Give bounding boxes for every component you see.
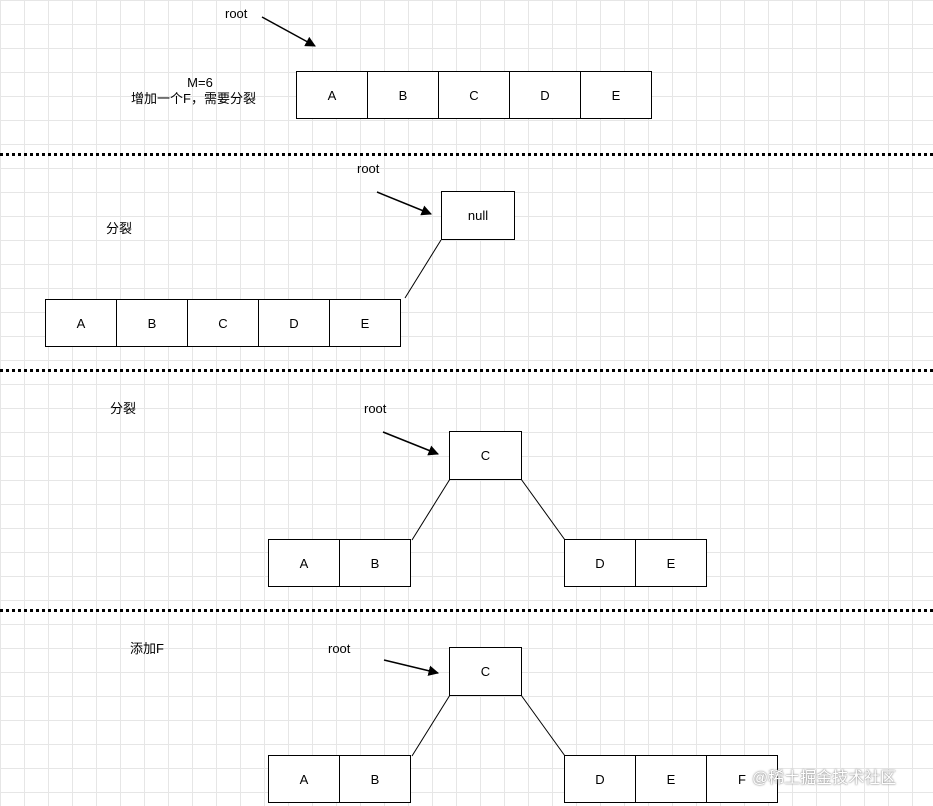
note-split-1: 分裂 — [106, 221, 133, 236]
note-m6: M=6 — [187, 75, 213, 90]
key-cell: A — [45, 299, 117, 347]
edge-null-to-leaf — [404, 239, 442, 299]
key-cell: B — [339, 755, 411, 803]
key-cell: A — [268, 539, 340, 587]
key-cell: A — [296, 71, 368, 119]
root-label-4: root — [328, 641, 351, 656]
leaf-node-1: A B C D E — [296, 71, 652, 119]
key-cell: B — [116, 299, 188, 347]
key-cell: B — [367, 71, 439, 119]
note-add-f: 添加F — [130, 641, 164, 656]
edge-c-to-right-4 — [520, 694, 566, 757]
leaf-node-2: A B C D E — [45, 299, 401, 347]
root-arrow-1 — [261, 16, 316, 47]
right-leaf-node-4: D E F — [564, 755, 778, 803]
edge-c-to-left-3 — [411, 478, 451, 541]
root-label-2: root — [357, 161, 380, 176]
left-leaf-node-4: A B — [268, 755, 411, 803]
key-cell: E — [329, 299, 401, 347]
key-cell: D — [509, 71, 581, 119]
key-cell: A — [268, 755, 340, 803]
note-add-f-split: 增加一个F，需要分裂 — [131, 91, 256, 106]
edge-c-to-right-3 — [520, 478, 566, 541]
parent-node-null: null — [441, 191, 515, 240]
section-divider-3 — [0, 609, 933, 612]
key-cell: C — [187, 299, 259, 347]
key-cell: B — [339, 539, 411, 587]
note-split-2: 分裂 — [110, 401, 137, 416]
section-divider-1 — [0, 153, 933, 156]
root-arrow-4 — [383, 659, 440, 676]
edge-c-to-left-4 — [411, 694, 451, 757]
root-arrow-2 — [376, 191, 432, 216]
root-label-1: root — [225, 6, 248, 21]
key-cell: C — [438, 71, 510, 119]
watermark-text: @稀土掘金技术社区 — [752, 770, 897, 787]
key-cell: D — [258, 299, 330, 347]
key-cell: D — [564, 755, 636, 803]
parent-node-c-1: C — [449, 431, 522, 480]
key-cell: E — [635, 755, 707, 803]
section-divider-2 — [0, 369, 933, 372]
root-label-3: root — [364, 401, 387, 416]
root-arrow-3 — [382, 431, 439, 456]
key-cell: E — [635, 539, 707, 587]
left-leaf-node-3: A B — [268, 539, 411, 587]
key-cell: F — [706, 755, 778, 803]
parent-node-c-2: C — [449, 647, 522, 696]
key-cell: E — [580, 71, 652, 119]
right-leaf-node-3: D E — [564, 539, 707, 587]
key-cell: D — [564, 539, 636, 587]
